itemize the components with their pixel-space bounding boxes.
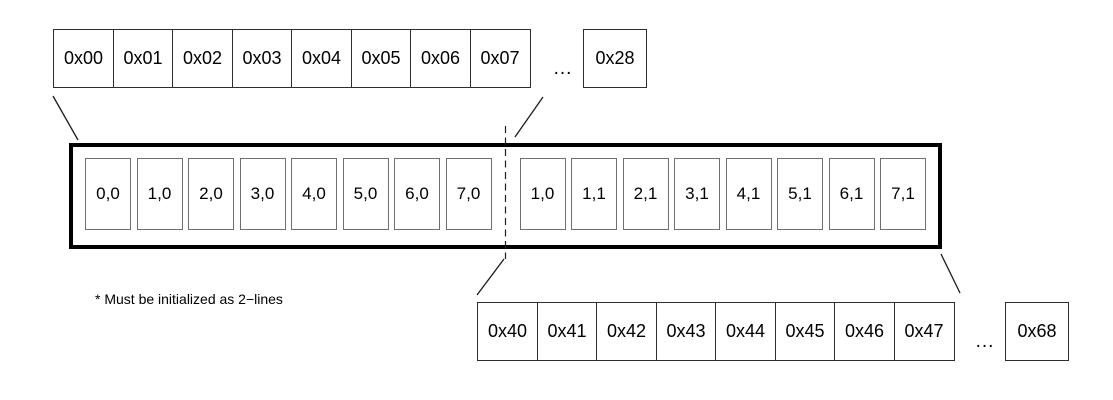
address-cell: 0x05: [350, 29, 412, 88]
address-cell: 0x40: [477, 302, 538, 361]
address-cell-last-bottom: 0x68: [1005, 302, 1069, 361]
address-cell: 0x46: [834, 302, 895, 361]
address-cell: 0x42: [596, 302, 657, 361]
buffer-cell: 4,0: [291, 158, 337, 230]
ellipsis-bottom: ...: [975, 331, 995, 352]
buffer-cell: 2,0: [188, 158, 234, 230]
connector-bottom-left: [476, 258, 505, 296]
buffer-cell: 1,0: [136, 158, 183, 230]
address-cell: 0x02: [172, 29, 233, 88]
ellipsis-top: ...: [553, 58, 573, 79]
buffer-cell: 3,0: [239, 158, 286, 230]
address-cell: 0x44: [715, 302, 776, 361]
address-cell: 0x47: [893, 302, 955, 361]
buffer-cell: 1,0: [519, 158, 566, 230]
buffer-cell: 3,1: [674, 158, 720, 230]
connector-top-right: [514, 96, 544, 138]
buffer-cell: 7,1: [880, 158, 926, 230]
buffer-cell: 5,0: [342, 158, 389, 230]
buffer-cell: 0,0: [85, 158, 131, 230]
buffer-cell: 7,0: [445, 158, 492, 230]
buffer-cell: 5,1: [777, 158, 823, 230]
connector-top-left: [52, 95, 79, 141]
address-cell: 0x43: [655, 302, 717, 361]
address-cell: 0x00: [53, 29, 114, 88]
buffer-cell: 1,1: [571, 158, 617, 230]
address-cell: 0x03: [231, 29, 293, 88]
buffer-cell: 4,1: [725, 158, 772, 230]
buffer-cell: 2,1: [622, 158, 669, 230]
address-cell: 0x06: [410, 29, 471, 88]
buffer-cell: 6,0: [394, 158, 440, 230]
address-cell: 0x04: [291, 29, 352, 88]
address-cell: 0x01: [112, 29, 174, 88]
address-cell: 0x07: [469, 29, 531, 88]
connector-bottom-right: [940, 253, 961, 294]
address-cell-last-top: 0x28: [583, 29, 647, 88]
note: * Must be initialized as 2−lines: [95, 291, 283, 307]
address-cell: 0x41: [536, 302, 598, 361]
address-cell: 0x45: [774, 302, 836, 361]
buffer-cell: 6,1: [828, 158, 875, 230]
